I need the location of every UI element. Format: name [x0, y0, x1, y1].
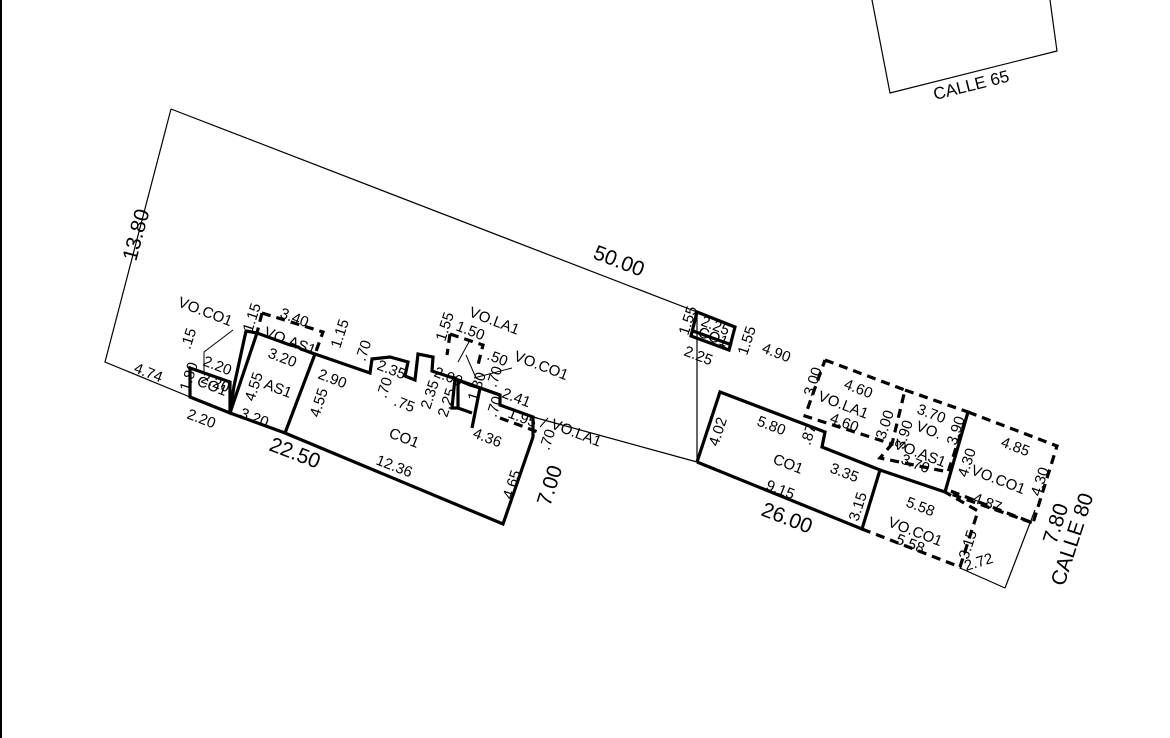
volado-la1-mid-outline	[499, 416, 539, 434]
dim-left-15: .15	[178, 326, 201, 351]
building-left-outline	[228, 329, 535, 527]
wall-inner-step	[470, 387, 482, 429]
dim-mid-50: .50	[485, 347, 511, 370]
dim-left-455b: 4.55	[307, 386, 332, 419]
dim-mid-70c: .70	[484, 364, 507, 389]
dim-left-220c: 2.20	[185, 406, 218, 432]
dim-left-455a: 4.55	[242, 370, 267, 403]
dim-lot-bottom-left: 22.50	[266, 433, 323, 473]
dim-left-115a: 1.15	[240, 301, 265, 334]
wall-right-low	[879, 468, 946, 494]
room-label-co1-main: CO1	[387, 425, 422, 452]
volado-as1-top-outline	[255, 311, 326, 355]
dim-lot-bottom-right: 26.00	[758, 498, 815, 538]
dim-front-left: 4.74	[132, 360, 165, 386]
wall-as1-left	[228, 332, 259, 414]
dim-lot-top: 50.00	[590, 241, 647, 281]
volado-la1-top-outline	[445, 332, 485, 366]
dim-lot-step: 7.00	[533, 463, 568, 509]
dim-right-315a: 3.15	[846, 490, 871, 523]
wall-inner-mid	[457, 378, 501, 397]
room-label-as1-left: AS1	[262, 376, 295, 402]
dim-mid-70b: .70	[374, 375, 397, 400]
dim-mid-195: 1.95	[506, 405, 539, 431]
lot-front-segment	[959, 567, 1006, 589]
dim-mid-70e: .70	[537, 427, 560, 452]
dim-right-155b: 1.55	[735, 324, 760, 357]
dim-left-115b: 1.15	[328, 317, 353, 350]
room-co1-small-top-outline	[689, 309, 737, 353]
room-co1-small-top-inner	[692, 329, 733, 347]
dim-right-430b: 4.30	[1028, 465, 1053, 498]
dim-mid-155: 1.55	[433, 310, 458, 343]
dim-lot-left: 13.80	[119, 207, 155, 264]
room-label-co1-right: CO1	[771, 451, 806, 478]
dim-right-87: .87	[798, 422, 821, 447]
neighbor-block-outline	[871, 0, 1058, 94]
dim-right-558a: 5.58	[904, 494, 937, 520]
leader-vo-mid	[457, 339, 513, 379]
dim-right-225c: 2.25	[682, 343, 715, 369]
dim-right-490: 4.90	[760, 340, 793, 366]
dim-right-390b: 3.90	[944, 414, 969, 447]
leader-vo-la1-mid	[539, 417, 549, 428]
dim-left-340: 3.40	[278, 305, 311, 331]
volado-label-co1-mid: VO.CO1	[512, 348, 571, 384]
volado-co1-bottom-outline	[861, 490, 1034, 570]
dim-right-487: 4.87	[971, 490, 1004, 516]
dim-mid-75: .75	[392, 393, 418, 416]
dim-mid-465: 4.65	[500, 468, 525, 501]
dim-mid-70a: .70	[353, 338, 376, 363]
dim-mid-436: 4.36	[471, 425, 504, 451]
dim-right-335: 3.35	[828, 460, 861, 486]
volado-label-co1-left: VO.CO1	[176, 294, 235, 330]
wall-inner-low	[457, 406, 473, 415]
dim-right-485: 4.85	[999, 434, 1032, 460]
volado-co1-right-outline	[947, 410, 1059, 526]
wall-as1-co1	[283, 353, 317, 434]
dim-mid-1236: 12.36	[374, 452, 415, 481]
dim-left-320b: 3.20	[238, 405, 271, 431]
dim-mid-70d: .70	[484, 394, 507, 419]
leader-vo-co1-left	[203, 329, 234, 372]
